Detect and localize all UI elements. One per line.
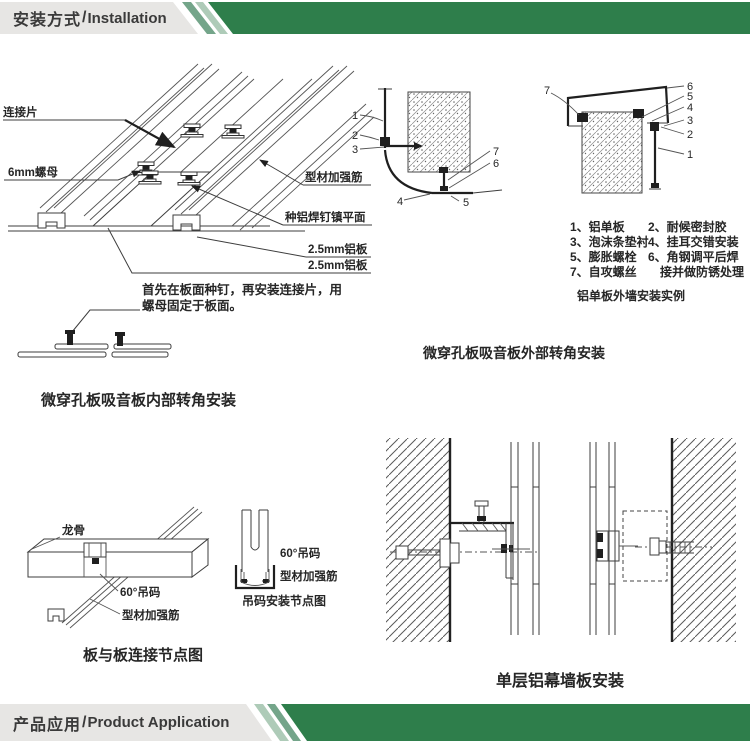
label-hanger-2: 60°吊码 xyxy=(280,546,321,560)
callout-3b: 3 xyxy=(687,115,693,127)
stud-front-view xyxy=(17,309,172,358)
right-wall-section xyxy=(589,438,736,642)
legend-item-3: 3、泡沫条垫衬 xyxy=(570,234,649,249)
callout-5b: 5 xyxy=(687,91,693,103)
concrete-block xyxy=(407,91,471,173)
page-title-zh: 安装方式 xyxy=(13,12,82,29)
page-title-en: Installation xyxy=(87,9,167,27)
inner-corner-detail: 1 2 3 7 6 4 5 xyxy=(352,88,503,209)
callout-2b: 2 xyxy=(687,129,693,141)
curtain-wall-diagram: 单层铝幕墙板安装 xyxy=(386,438,736,690)
label-6mm-nut: 6mm螺母 xyxy=(8,165,58,179)
callout-7: 7 xyxy=(493,146,499,158)
caption-internal-corner: 微穿孔板吸音板内部转角安装 xyxy=(40,391,237,409)
note-line-1: 首先在板面种钉，再安装连接片，用 xyxy=(142,282,342,297)
label-hanger: 60°吊码 xyxy=(120,585,161,599)
leader-6mm-nut xyxy=(4,170,141,181)
header-green-band xyxy=(208,2,750,34)
caption-panel-connection: 板与板连接节点图 xyxy=(83,646,203,664)
footer-divider: / xyxy=(82,713,87,731)
callout-6b: 6 xyxy=(687,81,693,93)
title-divider: / xyxy=(82,9,87,26)
isometric-rail-diagram: 连接片 6mm螺母 型材加强筋 种铝焊钉镇平面 2.5mm铝板 2.5mm铝板 … xyxy=(3,63,375,409)
concrete-pier xyxy=(581,111,643,194)
rail-lines xyxy=(39,63,375,231)
callout-5: 5 xyxy=(463,197,469,209)
footer-title-zh: 产品应用 xyxy=(13,716,82,734)
note-line-2: 螺母固定于板面。 xyxy=(142,298,242,313)
flat-bar xyxy=(91,171,212,227)
c-channel-section-right xyxy=(172,214,201,231)
callout-1b: 1 xyxy=(687,149,693,161)
corner-detail-diagram: 1 2 3 7 6 4 5 7 6 5 4 3 2 xyxy=(352,81,744,361)
caption-wall-example: 铝单板外墙安装实例 xyxy=(577,288,685,303)
header-bar: 安装方式/Installation xyxy=(0,2,750,34)
caption-hanger-node: 吊码安装节点图 xyxy=(242,593,326,608)
label-profile-rib: 型材加强筋 xyxy=(305,170,363,184)
leader-plate-1 xyxy=(196,236,371,258)
legend-item-4: 4、挂耳交错安装 xyxy=(648,234,739,249)
caption-curtain-wall: 单层铝幕墙板安装 xyxy=(496,671,624,690)
legend-item-1: 1、铝单板 xyxy=(570,219,626,234)
header-label-bg xyxy=(0,2,198,34)
label-aluminum-plate-2: 2.5mm铝板 xyxy=(308,258,368,272)
footer-title-en: Product Application xyxy=(87,714,230,731)
arrow-weld-stud xyxy=(191,185,284,226)
panel-connection-diagram: 龙骨 60°吊码 型材加强筋 板与板连接节点图 60°吊码 型材加强筋 吊码安装… xyxy=(26,506,338,664)
leader-keel xyxy=(31,536,61,550)
callout-2: 2 xyxy=(352,130,358,142)
left-wall-section xyxy=(386,438,540,642)
label-profile-rib-iso: 型材加强筋 xyxy=(122,608,180,622)
wall-hatch-right xyxy=(672,438,736,642)
leader-profile-rib-iso xyxy=(89,598,121,615)
footer-bar: 产品应用/Product Application xyxy=(0,704,750,741)
label-weld-stud: 种铝焊钉镇平面 xyxy=(284,210,366,224)
legend-item-6: 6、角钢调平后焊 xyxy=(648,249,739,264)
legend-item-8: 接并做防锈处理 xyxy=(660,264,744,279)
footer-green-band xyxy=(281,704,750,741)
caption-external-corner: 微穿孔板吸音板外部转角安装 xyxy=(422,345,606,361)
wall-hatch-left xyxy=(386,438,450,642)
callout-1: 1 xyxy=(352,110,358,122)
keel-beam-assembly xyxy=(26,506,210,629)
footer-label-bg xyxy=(0,704,272,741)
ground-lines xyxy=(8,225,305,232)
legend-item-7: 7、自攻螺丝 xyxy=(570,264,637,279)
arrow-connector xyxy=(124,119,176,149)
c-channel-section-left xyxy=(37,212,66,229)
leader-hanger xyxy=(99,573,119,592)
legend-item-5: 5、膨胀螺栓 xyxy=(570,249,637,264)
arrow-profile-rib xyxy=(259,159,304,186)
label-keel: 龙骨 xyxy=(61,523,85,537)
leader-plate-2 xyxy=(107,227,371,274)
legend: 1、铝单板 2、耐候密封胶 3、泡沫条垫衬 4、挂耳交错安装 5、膨胀螺栓 6、… xyxy=(570,219,744,303)
label-profile-rib-2: 型材加强筋 xyxy=(280,569,338,583)
callout-4b: 4 xyxy=(687,102,693,114)
callout-4: 4 xyxy=(397,196,403,208)
label-aluminum-plate-1: 2.5mm铝板 xyxy=(308,242,368,256)
callout-7b: 7 xyxy=(544,85,550,97)
hanger-front-view xyxy=(234,509,276,590)
label-connector-plate: 连接片 xyxy=(3,105,38,119)
legend-item-2: 2、耐候密封胶 xyxy=(648,219,727,234)
callout-6: 6 xyxy=(493,158,499,170)
callout-3: 3 xyxy=(352,144,358,156)
outer-corner-detail: 7 6 5 4 3 2 1 xyxy=(544,81,693,194)
page-title: 安装方式/Installation xyxy=(0,2,167,34)
footer-title: 产品应用/Product Application xyxy=(0,704,229,741)
